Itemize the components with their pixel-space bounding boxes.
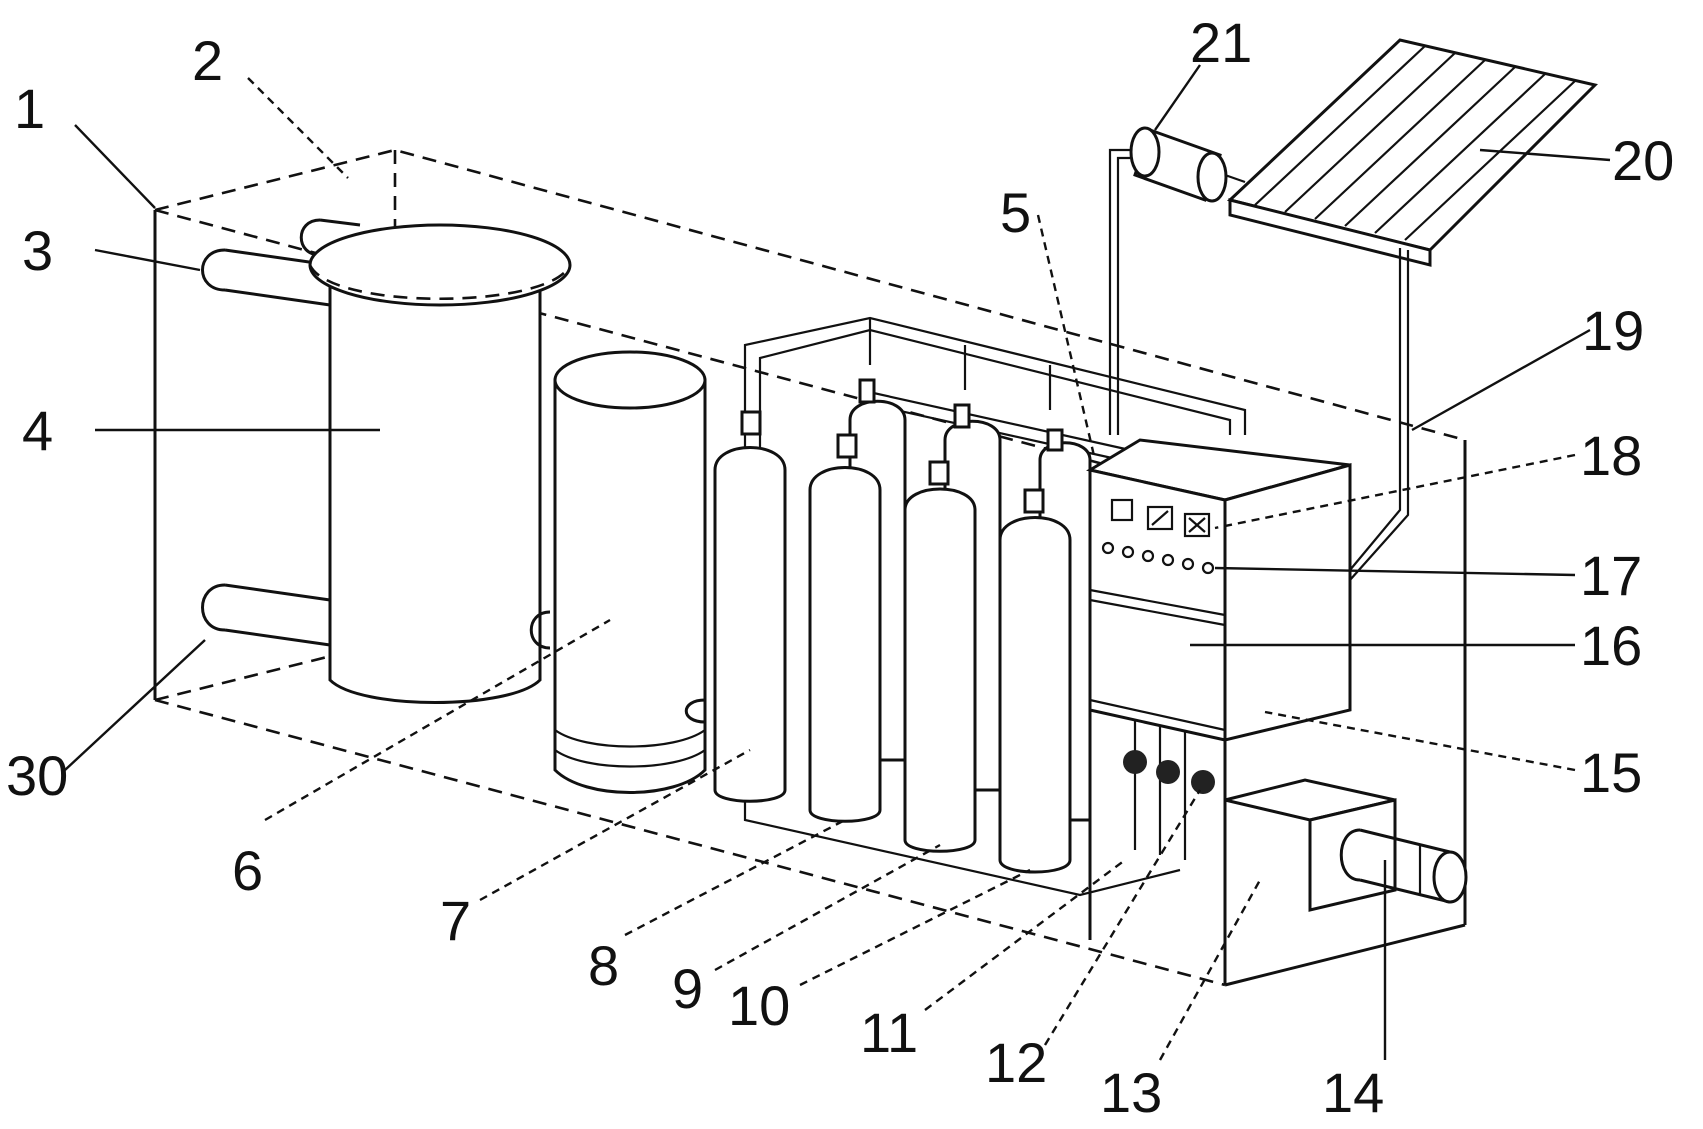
battery-21: [1129, 126, 1246, 203]
label-16: 16: [1580, 614, 1642, 677]
buttons-17: [1101, 541, 1215, 575]
label-13: 13: [1100, 1061, 1162, 1124]
divider-panel: [1088, 470, 1227, 985]
label-6: 6: [232, 839, 263, 902]
label-15: 15: [1580, 741, 1642, 804]
display-panel-18: [1110, 498, 1211, 538]
label-18: 18: [1580, 424, 1642, 487]
valves-12: [1123, 720, 1215, 860]
label-30: 30: [6, 744, 68, 807]
label-17: 17: [1580, 544, 1642, 607]
label-2: 2: [192, 29, 223, 92]
label-14: 14: [1322, 1061, 1384, 1124]
filter-8: [808, 433, 882, 823]
label-9: 9: [672, 957, 703, 1020]
outlet-pipe-14: [1339, 828, 1468, 904]
filter-10: [998, 488, 1072, 874]
label-21: 21: [1190, 11, 1252, 74]
label-12: 12: [985, 1031, 1047, 1094]
label-10: 10: [728, 974, 790, 1037]
label-1: 1: [14, 77, 45, 140]
solar-panel-20: [1226, 38, 1598, 267]
tank-4: [308, 223, 572, 704]
label-8: 8: [588, 934, 619, 997]
part-labels: 1 2 3 4 5 6 7 8 9 10 11 12 13 14 15 16 1…: [6, 11, 1674, 1124]
tank-6: [529, 350, 707, 794]
label-20: 20: [1612, 129, 1674, 192]
solar-wiring: [1108, 148, 1410, 581]
control-cabinet: [1086, 438, 1352, 742]
inlet-pipe-3: [201, 218, 361, 307]
label-5: 5: [1000, 181, 1031, 244]
label-7: 7: [440, 889, 471, 952]
filter-9: [903, 460, 977, 853]
label-11: 11: [860, 1001, 918, 1064]
filter-7: [713, 410, 787, 803]
outlet-pipe-30: [201, 583, 331, 647]
leader-lines: [64, 64, 1611, 1061]
label-19: 19: [1582, 299, 1644, 362]
frame-outline: [153, 148, 1467, 987]
label-4: 4: [22, 399, 53, 462]
outlet-box-13: [1224, 778, 1397, 912]
label-3: 3: [22, 219, 53, 282]
